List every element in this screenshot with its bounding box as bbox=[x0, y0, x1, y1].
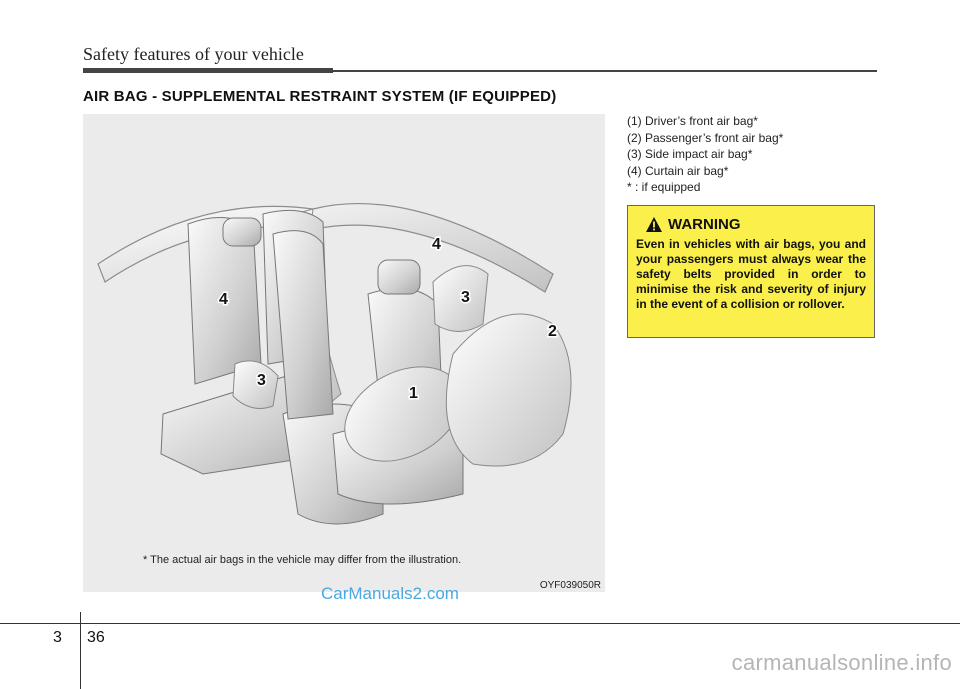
callout-side-front: 3 bbox=[461, 289, 470, 306]
chapter-number: 3 bbox=[53, 629, 62, 646]
warning-header: WARNING bbox=[646, 216, 866, 233]
legend-item: (4) Curtain air bag* bbox=[627, 163, 729, 178]
side-airbag-shape bbox=[432, 265, 489, 332]
warning-text: Even in vehicles with air bags, you and … bbox=[636, 237, 866, 311]
footer-divider bbox=[80, 612, 81, 689]
footer-rule bbox=[0, 623, 960, 624]
passenger-front-airbag-shape bbox=[445, 313, 572, 467]
callout-curtain-front: 4 bbox=[432, 236, 441, 253]
airbag-legend: (1) Driver’s front air bag* (2) Passenge… bbox=[627, 113, 783, 196]
airbag-illustration: 4 4 3 3 2 1 * The actual air bags in the… bbox=[83, 114, 605, 592]
watermark-link[interactable]: CarManuals2.com bbox=[321, 584, 459, 603]
callout-side-rear: 3 bbox=[257, 372, 266, 389]
warning-triangle-icon bbox=[646, 217, 662, 232]
callout-passenger-front: 2 bbox=[548, 323, 557, 340]
figure-code: OYF039050R bbox=[539, 580, 601, 591]
legend-footnote: * : if equipped bbox=[627, 180, 701, 195]
callout-curtain-rear: 4 bbox=[219, 291, 228, 308]
airbag-illustration-drawing: 4 4 3 3 2 1 bbox=[97, 203, 572, 525]
warning-title: WARNING bbox=[668, 216, 741, 233]
running-header: Safety features of your vehicle bbox=[83, 44, 304, 64]
figure-caption: * The actual air bags in the vehicle may… bbox=[143, 554, 462, 566]
legend-item: (3) Side impact air bag* bbox=[627, 147, 753, 162]
site-watermark: carmanualsonline.info bbox=[731, 650, 952, 675]
callout-driver-front: 1 bbox=[409, 385, 418, 402]
warning-box: WARNING Even in vehicles with air bags, … bbox=[627, 205, 875, 338]
page-number: 36 bbox=[87, 629, 105, 646]
section-title: AIR BAG - SUPPLEMENTAL RESTRAINT SYSTEM … bbox=[83, 88, 557, 105]
header-rule-thin bbox=[333, 70, 877, 72]
legend-item: (1) Driver’s front air bag* bbox=[627, 114, 758, 128]
header-rule-thick bbox=[83, 68, 333, 73]
legend-item: (2) Passenger’s front air bag* bbox=[627, 130, 784, 145]
